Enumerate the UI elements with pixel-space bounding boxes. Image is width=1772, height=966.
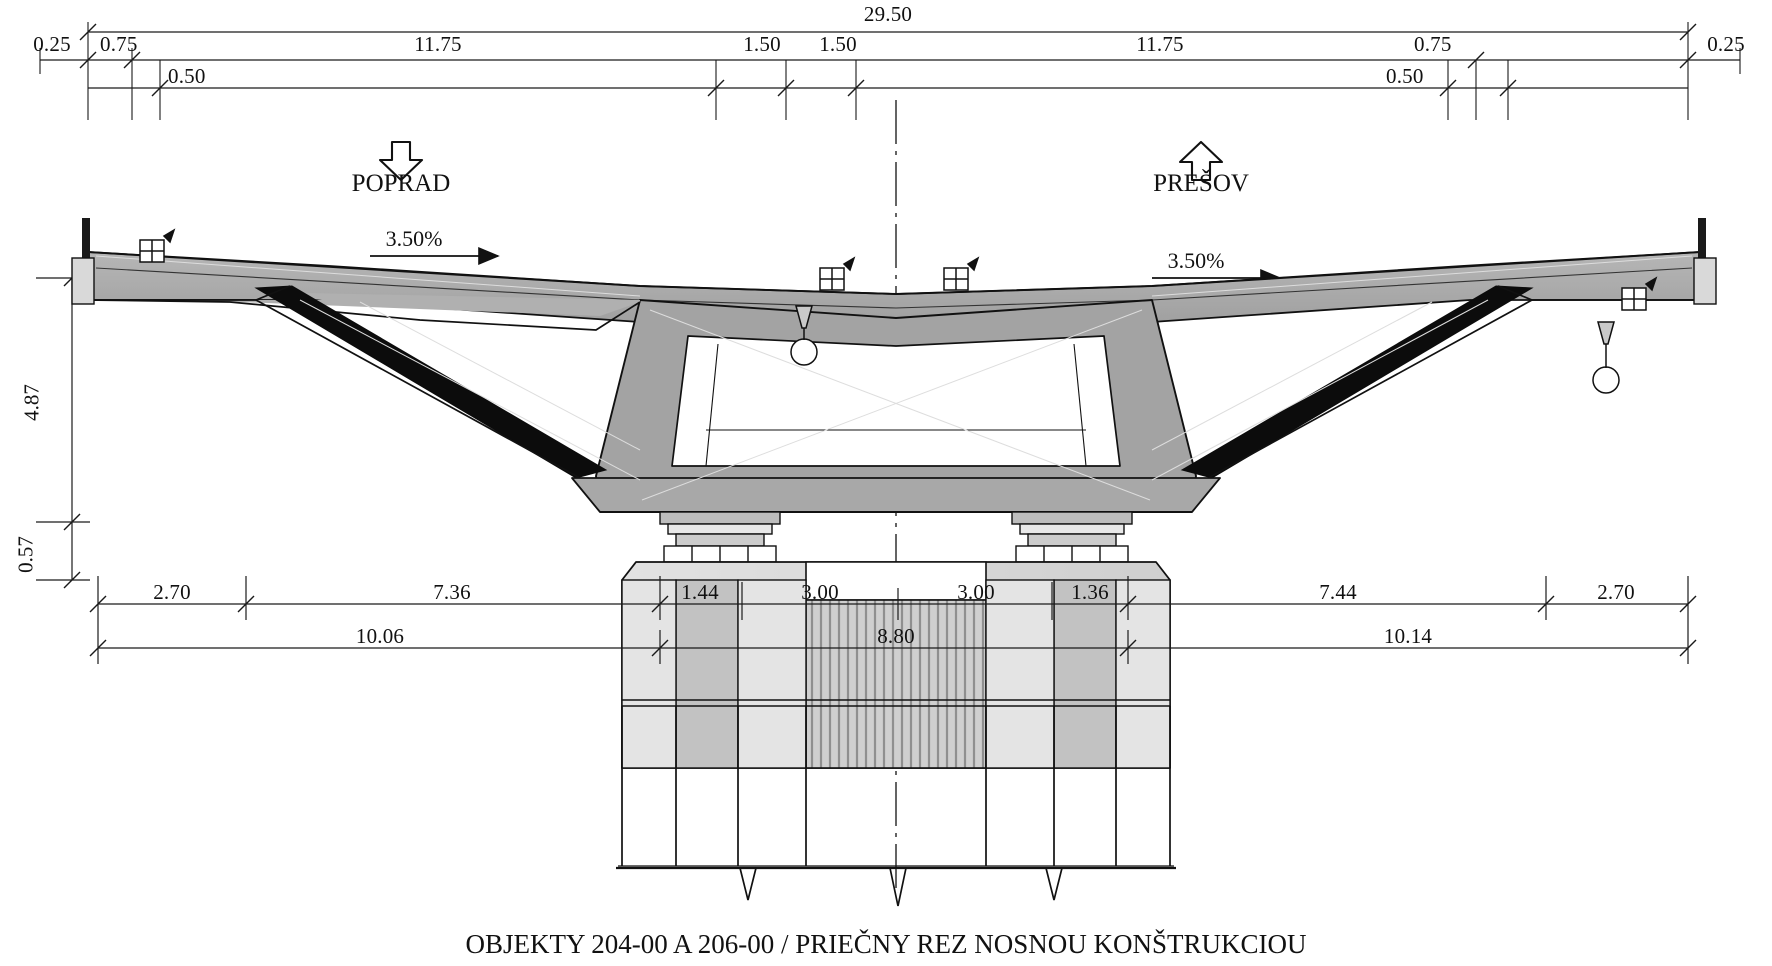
dim-bottom-1-44: 1.44 bbox=[681, 580, 719, 604]
dim-bottom-2-70-left: 2.70 bbox=[153, 580, 191, 604]
haunch-strut-left bbox=[254, 285, 608, 479]
dim-1-50-right: 1.50 bbox=[819, 32, 857, 56]
barrier-post-right-outer bbox=[1621, 276, 1658, 311]
dim-11-75-right: 11.75 bbox=[1136, 32, 1184, 56]
slope-label-right: 3.50% bbox=[1167, 248, 1225, 273]
dim-0-75-right: 0.75 bbox=[1414, 32, 1452, 56]
top-dimension-lines bbox=[39, 22, 1741, 120]
drainage-hanger-right bbox=[1592, 321, 1620, 394]
dim-0-50-left: 0.50 bbox=[168, 64, 206, 88]
barrier-post-center-right bbox=[943, 256, 980, 291]
direction-label-poprad: POPRAD bbox=[351, 170, 451, 197]
dim-bottom-1-36: 1.36 bbox=[1071, 580, 1109, 604]
dim-total-10-06: 10.06 bbox=[355, 624, 405, 648]
dim-top-overall: 29.50 bbox=[863, 2, 913, 26]
drainage-hanger-center bbox=[790, 305, 818, 366]
dim-0-25-right: 0.25 bbox=[1707, 32, 1745, 56]
dim-total-10-14: 10.14 bbox=[1383, 624, 1433, 648]
haunch-strut-right bbox=[1180, 285, 1534, 479]
bottom-dimension-lines bbox=[89, 576, 1697, 664]
dim-11-75-left: 11.75 bbox=[414, 32, 462, 56]
pier-footing bbox=[621, 706, 1171, 866]
bearing-left bbox=[659, 511, 781, 563]
dim-bottom-7-44: 7.44 bbox=[1319, 580, 1357, 604]
slope-label-left: 3.50% bbox=[385, 226, 443, 251]
direction-label-presov: PREŠOV bbox=[1153, 170, 1249, 197]
pier-joint bbox=[622, 699, 1170, 707]
pier-columns bbox=[621, 579, 1171, 769]
dim-height-0-57: 0.57 bbox=[13, 536, 38, 573]
drawing-caption: OBJEKTY 204-00 A 206-00 / PRIEČNY REZ NO… bbox=[465, 929, 1307, 959]
dim-0-25-left: 0.25 bbox=[33, 32, 71, 56]
dim-height-4-87: 4.87 bbox=[19, 384, 44, 421]
dim-1-50-left: 1.50 bbox=[743, 32, 781, 56]
construction-lines bbox=[95, 255, 1693, 501]
dim-0-50-right: 0.50 bbox=[1386, 64, 1424, 88]
box-bottom-slab bbox=[571, 477, 1221, 513]
direction-arrow-presov bbox=[1178, 140, 1224, 182]
dim-bottom-7-36: 7.36 bbox=[433, 580, 471, 604]
dim-total-8-80: 8.80 bbox=[877, 624, 915, 648]
bearing-right bbox=[1011, 511, 1133, 563]
box-girder-body bbox=[595, 299, 1197, 511]
dim-bottom-3-00-left: 3.00 bbox=[801, 580, 839, 604]
direction-arrow-poprad bbox=[378, 140, 424, 182]
dim-0-75-left: 0.75 bbox=[100, 32, 138, 56]
dim-bottom-2-70-right: 2.70 bbox=[1597, 580, 1635, 604]
barrier-post-left-outer bbox=[139, 228, 176, 263]
break-symbols bbox=[739, 867, 1063, 907]
dim-bottom-3-00-right: 3.00 bbox=[957, 580, 995, 604]
edge-barrier-left bbox=[71, 218, 95, 305]
edge-barrier-right bbox=[1693, 218, 1717, 305]
ground-line bbox=[616, 865, 1176, 870]
barrier-post-center-left bbox=[819, 256, 856, 291]
